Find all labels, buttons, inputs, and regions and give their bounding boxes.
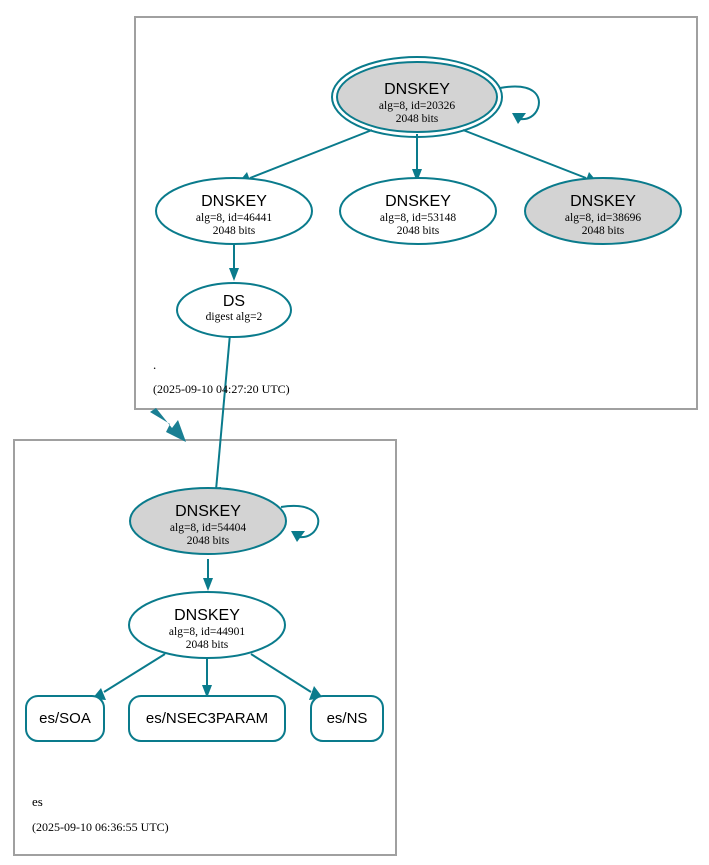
edge-ksk20326-to-zsk53148 xyxy=(412,134,422,182)
delegation-arrow-root-to-es xyxy=(150,408,186,442)
node-size: 2048 bits xyxy=(582,225,625,237)
zone-label-root-timestamp: (2025-09-10 04:27:20 UTC) xyxy=(153,382,290,396)
node-root-ds[interactable]: DS digest alg=2 xyxy=(176,282,292,338)
edge-es-ksk54404-to-zsk44901 xyxy=(203,559,213,591)
node-size: 2048 bits xyxy=(396,113,439,125)
rrset-label: es/SOA xyxy=(39,710,91,727)
node-params: alg=8, id=20326 xyxy=(379,100,455,112)
node-es-dnskey-44901[interactable]: DNSKEY alg=8, id=44901 2048 bits xyxy=(128,591,286,659)
edge-es-ksk54404-self-sign xyxy=(280,504,320,542)
zone-box-root xyxy=(134,16,698,410)
node-title: DNSKEY xyxy=(174,607,240,624)
node-root-dnskey-46441[interactable]: DNSKEY alg=8, id=46441 2048 bits xyxy=(155,177,313,245)
node-params: alg=8, id=38696 xyxy=(565,212,641,224)
zone-box-es xyxy=(13,439,397,856)
node-root-dnskey-53148[interactable]: DNSKEY alg=8, id=53148 2048 bits xyxy=(339,177,497,245)
node-title: DS xyxy=(223,293,245,310)
node-title: DNSKEY xyxy=(570,193,636,210)
node-size: 2048 bits xyxy=(397,225,440,237)
edge-ds-to-es-ksk54404 xyxy=(210,333,231,501)
edge-ksk20326-to-zsk38696 xyxy=(462,129,598,186)
node-title: DNSKEY xyxy=(384,81,450,98)
node-title: DNSKEY xyxy=(175,503,241,520)
node-size: 2048 bits xyxy=(187,535,230,547)
node-params: alg=8, id=46441 xyxy=(196,212,272,224)
edge-es-zsk44901-to-ns xyxy=(250,653,323,700)
edge-zsk46441-to-ds xyxy=(229,243,239,281)
node-params: alg=8, id=54404 xyxy=(170,522,246,534)
node-title: DNSKEY xyxy=(201,193,267,210)
node-es-dnskey-54404[interactable]: DNSKEY alg=8, id=54404 2048 bits xyxy=(129,487,287,555)
edge-ksk20326-to-zsk46441 xyxy=(238,129,373,186)
rrset-es-nsec3param[interactable]: es/NSEC3PARAM xyxy=(128,695,286,742)
edge-es-zsk44901-to-nsec3param xyxy=(202,657,212,698)
edge-ksk20326-self-sign xyxy=(499,85,540,124)
node-params: alg=8, id=53148 xyxy=(380,212,456,224)
zone-label-es-name: es xyxy=(32,794,43,809)
node-root-dnskey-38696[interactable]: DNSKEY alg=8, id=38696 2048 bits xyxy=(524,177,682,245)
node-title: DNSKEY xyxy=(385,193,451,210)
zone-label-es-timestamp: (2025-09-10 06:36:55 UTC) xyxy=(32,820,169,834)
rrset-label: es/NSEC3PARAM xyxy=(146,710,268,727)
zone-label-root-name: . xyxy=(153,357,156,372)
node-params: digest alg=2 xyxy=(206,311,263,323)
rrset-es-soa[interactable]: es/SOA xyxy=(25,695,105,742)
node-size: 2048 bits xyxy=(213,225,256,237)
rrset-label: es/NS xyxy=(327,710,368,727)
node-root-dnskey-20326[interactable]: DNSKEY alg=8, id=20326 2048 bits xyxy=(331,56,503,138)
rrset-es-ns[interactable]: es/NS xyxy=(310,695,384,742)
edge-es-zsk44901-to-soa xyxy=(92,653,166,700)
node-size: 2048 bits xyxy=(186,639,229,651)
node-params: alg=8, id=44901 xyxy=(169,626,245,638)
